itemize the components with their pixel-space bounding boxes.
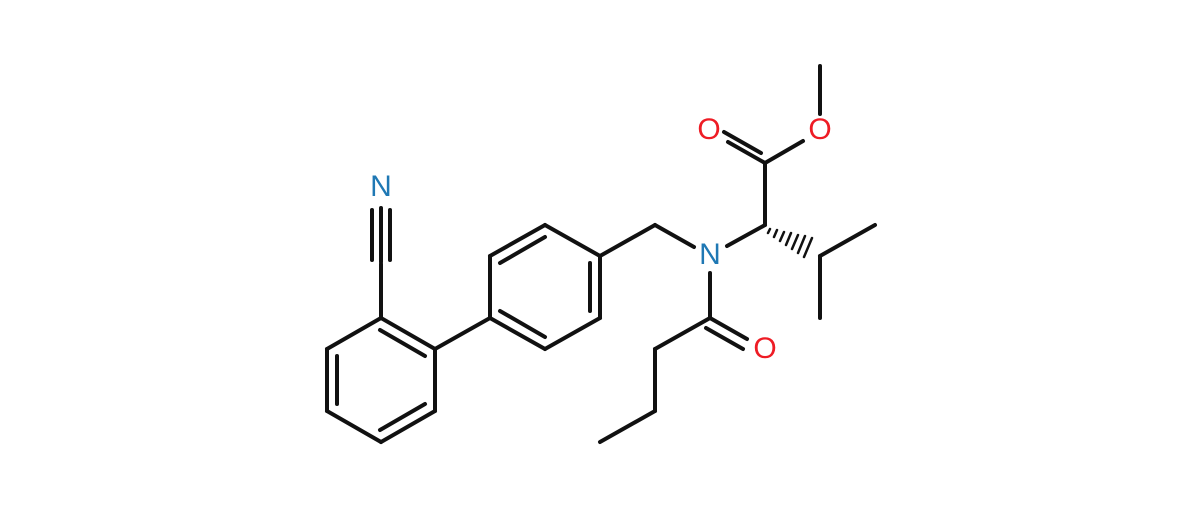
cyano-group: N — [370, 170, 392, 320]
bond — [488, 223, 547, 258]
bond — [379, 409, 437, 444]
butanoyl-group: O — [598, 271, 777, 444]
bond-inner — [378, 328, 427, 358]
alpha-carbon — [725, 223, 767, 248]
bond — [818, 223, 877, 258]
bond-double — [726, 140, 767, 165]
nitrile-nitrogen-label: N — [370, 170, 392, 203]
cyanophenyl-ring — [325, 316, 437, 444]
bond-double — [704, 326, 745, 351]
benzyl-ring — [488, 223, 602, 351]
bond — [379, 316, 437, 351]
bond — [325, 316, 383, 351]
ester-ether-oxygen-label: O — [808, 113, 831, 146]
amide-nitrogen-label: N — [699, 238, 721, 271]
bond — [725, 223, 767, 248]
bond-inner — [498, 309, 547, 339]
isopropyl-group — [818, 223, 877, 320]
amide-oxygen-label: O — [753, 332, 776, 365]
bond — [653, 316, 712, 351]
bond — [543, 223, 602, 258]
benzyl-linker — [598, 223, 696, 258]
bond — [763, 139, 805, 165]
methyl-ester-group: O O — [697, 64, 832, 227]
biaryl-bond — [433, 316, 492, 351]
bond — [653, 223, 696, 249]
bond — [325, 409, 383, 444]
hashed-wedge-bond — [766, 227, 814, 259]
bond — [598, 409, 657, 444]
bond-inner — [378, 402, 427, 432]
bond-inner — [498, 235, 547, 265]
bond — [543, 316, 602, 351]
bond — [598, 223, 657, 258]
ester-carbonyl-oxygen-label: O — [697, 113, 720, 146]
bond — [488, 316, 547, 351]
bond-double — [708, 316, 749, 341]
bond-double — [722, 130, 763, 155]
